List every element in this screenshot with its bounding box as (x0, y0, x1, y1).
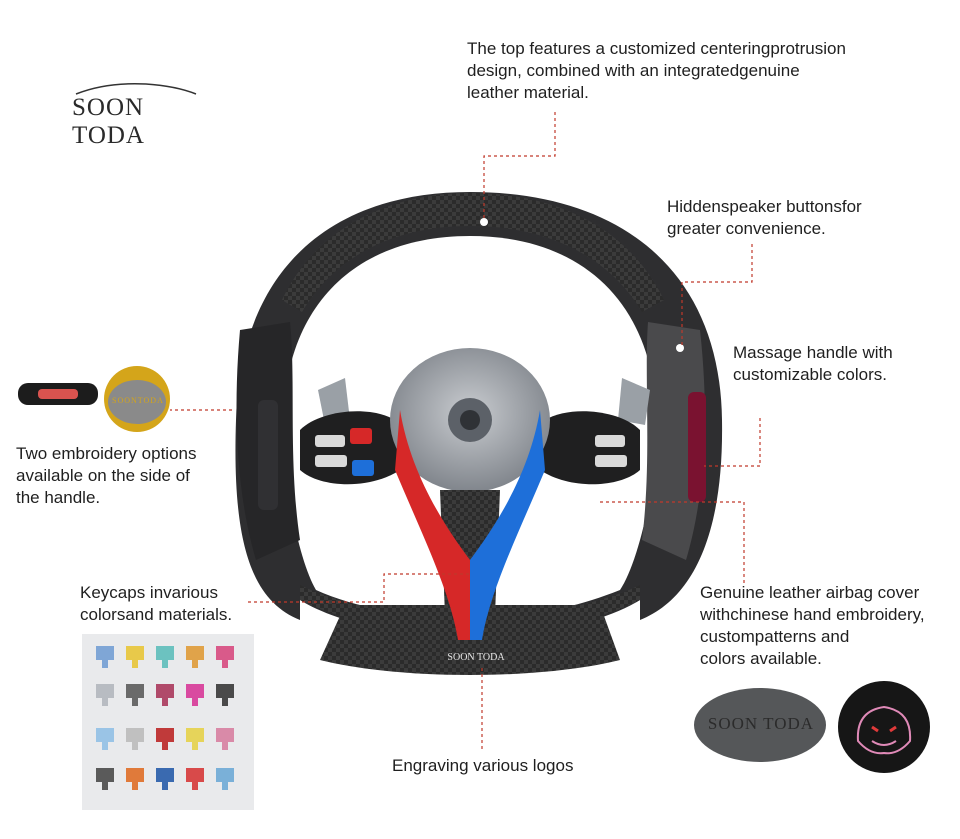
massage-handle-leds (688, 392, 706, 502)
brand-logo: SOON TODA (66, 78, 216, 149)
keycap-row-4 (96, 768, 234, 790)
wheel-carbon-top (282, 193, 664, 312)
keycap-row-3 (96, 728, 234, 750)
wheel-logo: SOON TODA (447, 652, 505, 663)
leader-lines (170, 112, 761, 752)
brand-logo-text: SOON TODA (72, 94, 145, 149)
airbag-logo-patch-thumbnail: SOON TODA (694, 688, 826, 762)
embroidery-patch-text: SOONTODA (112, 396, 164, 405)
airbag-patch-text: SOON TODA (707, 714, 815, 733)
right-paddle (618, 378, 650, 425)
embroidery-strip-thumbnail (16, 375, 102, 413)
callout-embroidery-options: Two embroidery options available on the … (16, 444, 197, 507)
airbag-character-patch-thumbnail (838, 681, 930, 773)
callout-top-feature: The top features a customized centeringp… (467, 39, 846, 102)
callout-hidden-speaker: Hiddenspeaker buttonsfor greater conveni… (667, 197, 862, 238)
embroidery-patch-thumbnail: SOONTODA (104, 366, 170, 432)
right-grip-suede (642, 322, 705, 560)
callout-massage-handle: Massage handle with customizable colors. (733, 343, 893, 384)
logo-car-swoosh-icon (75, 82, 197, 95)
callout-engraving: Engraving various logos (392, 756, 574, 775)
callout-keycaps: Keycaps invarious colorsand materials. (80, 583, 233, 624)
keycap-row-2 (96, 684, 234, 706)
callout-airbag-cover: Genuine leather airbag cover withchinese… (700, 583, 925, 668)
keycaps-grid-thumbnail (82, 634, 254, 810)
character-embroidery-icon (856, 705, 912, 755)
keycap-row-1 (96, 646, 234, 668)
